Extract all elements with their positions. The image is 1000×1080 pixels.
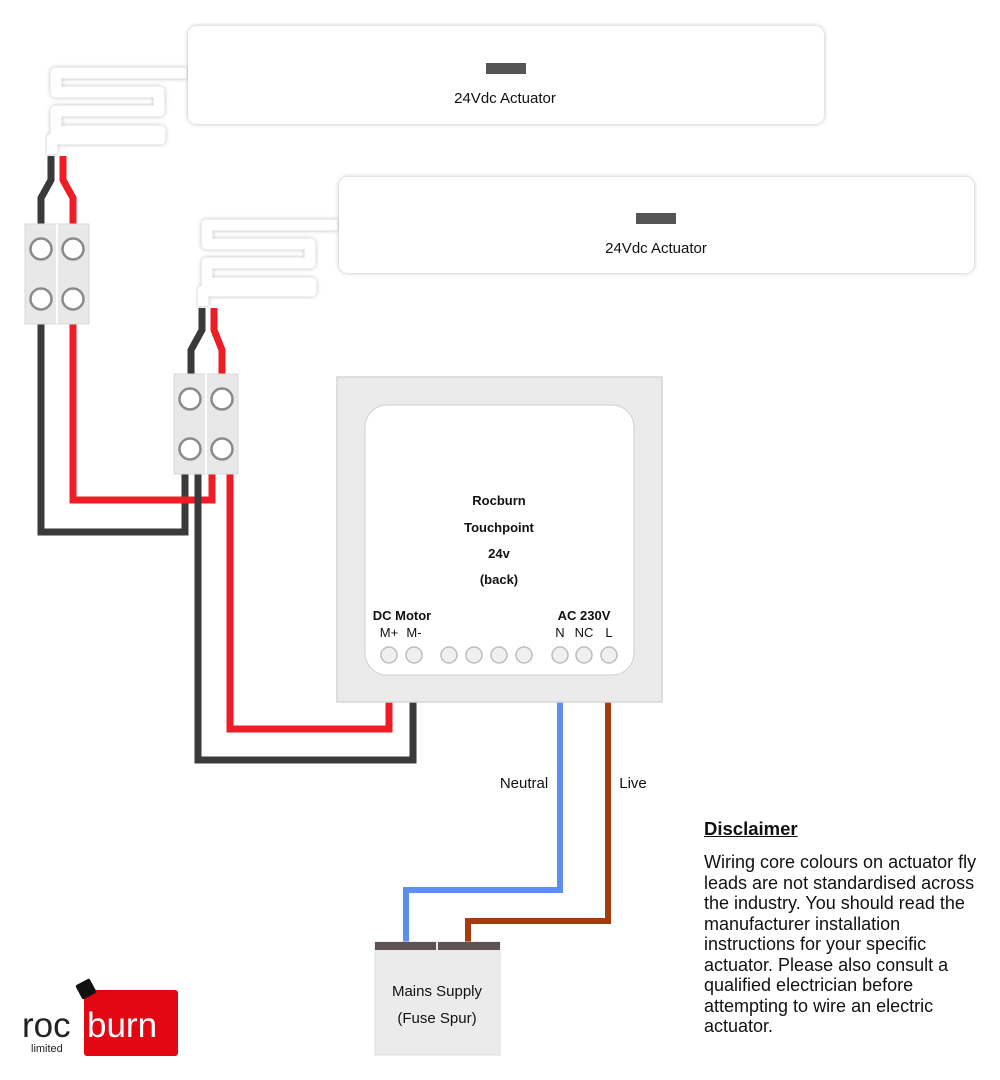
touchpoint-controller: Rocburn Touchpoint 24v (back) DC Motor M… — [336, 376, 663, 703]
actuator-2-cable — [197, 219, 338, 306]
connector-block-1 — [24, 223, 90, 325]
terminal-unused — [440, 646, 458, 664]
terminal-unused — [490, 646, 508, 664]
terminal-unused — [465, 646, 483, 664]
actuator-1-cable — [46, 67, 187, 154]
terminal-screw — [210, 437, 234, 461]
mains-supply-body — [374, 941, 501, 1056]
logo-burn: burn — [87, 1006, 157, 1045]
logo-tagline: limited — [31, 1043, 63, 1055]
terminal-m-minus — [405, 646, 423, 664]
terminal-nc — [575, 646, 593, 664]
terminal-label-n: N — [555, 625, 564, 640]
act1-red-lead — [59, 156, 77, 226]
live-wire-label: Live — [619, 775, 647, 792]
terminal-label-m-plus: M+ — [380, 625, 398, 640]
rocburn-logo: roc burn limited — [22, 978, 178, 1056]
actuator-2: 24Vdc Actuator — [197, 177, 974, 306]
mains-supply: Mains Supply (Fuse Spur) — [374, 941, 501, 1056]
act1-black-lead — [37, 156, 55, 226]
connector-block-2 — [173, 373, 239, 475]
terminal-screw — [29, 237, 53, 261]
actuator-1: 24Vdc Actuator — [46, 26, 824, 154]
disclaimer: Disclaimer Wiring core colours on actuat… — [704, 818, 989, 1037]
terminal-label-nc: NC — [575, 625, 594, 640]
logo-roc: roc — [22, 1006, 71, 1045]
terminal-unused — [515, 646, 533, 664]
terminal-l — [600, 646, 618, 664]
terminal-n — [551, 646, 569, 664]
logo-black-tab — [75, 978, 97, 1000]
actuator-1-label: 24Vdc Actuator — [454, 90, 556, 107]
live-wire — [465, 675, 611, 944]
ac-230v-group-label: AC 230V — [558, 608, 611, 623]
terminal-screw — [178, 387, 202, 411]
logo-red-block — [84, 990, 178, 1056]
actuator-2-indicator — [636, 213, 676, 224]
disclaimer-heading: Disclaimer — [704, 818, 798, 839]
neutral-wire — [403, 675, 563, 944]
terminal-screw — [210, 387, 234, 411]
controller-module — [364, 404, 635, 676]
neutral-wire-label: Neutral — [500, 775, 548, 792]
terminal-screw — [61, 237, 85, 261]
terminal-label-m-minus: M- — [406, 625, 421, 640]
mains-supply-terminal-bar — [375, 942, 436, 950]
actuator-1-indicator — [486, 63, 526, 74]
actuator-1-body — [188, 26, 824, 124]
mains-supply-label: Mains Supply — [392, 983, 483, 1000]
actuator-2-body — [339, 177, 974, 273]
terminal-label-l: L — [605, 625, 612, 640]
terminal-m-plus — [380, 646, 398, 664]
block1-red-wire — [69, 322, 216, 504]
actuator-2-label: 24Vdc Actuator — [605, 240, 707, 257]
disclaimer-body: Wiring core colours on actuator fly lead… — [704, 852, 977, 1036]
fuse-spur-label: (Fuse Spur) — [397, 1010, 476, 1027]
terminal-row — [380, 646, 618, 664]
mains-supply-terminal-bar — [438, 942, 500, 950]
dc-motor-group-label: DC Motor — [373, 608, 432, 623]
terminal-screw — [29, 287, 53, 311]
terminal-screw — [178, 437, 202, 461]
act2-red-lead — [210, 308, 226, 377]
act2-black-lead — [187, 308, 206, 377]
controller-title-line-2: Touchpoint — [464, 520, 534, 535]
controller-title-line-4: (back) — [480, 572, 518, 587]
controller-title-line-1: Rocburn — [472, 493, 526, 508]
dc-black-wire — [194, 472, 417, 764]
terminal-screw — [61, 287, 85, 311]
controller-title-line-3: 24v — [488, 546, 510, 561]
